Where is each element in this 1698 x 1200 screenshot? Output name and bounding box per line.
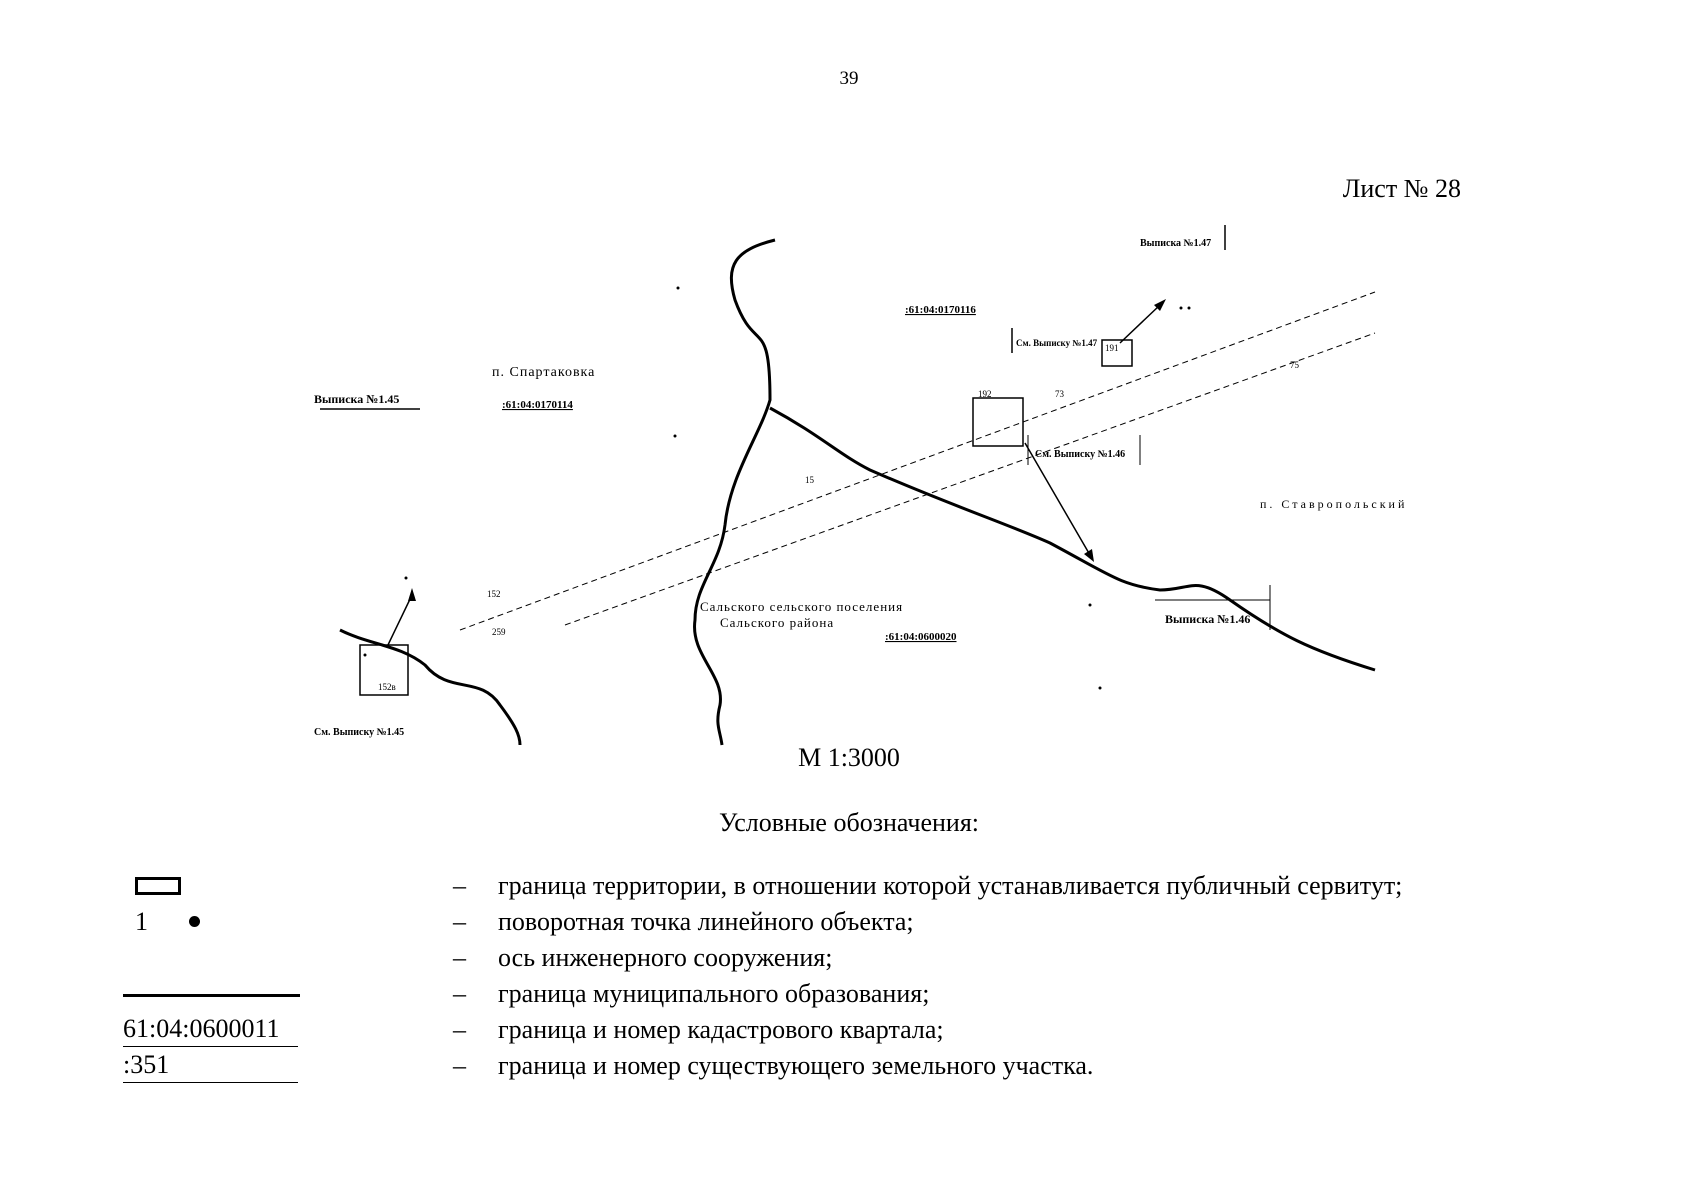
map-figure: Выписка №1.45 Выписка №1.46 Выписка №1.4… [314, 225, 1404, 746]
legend-row-servitude: – граница территории, в отношении которо… [123, 868, 1573, 904]
structure-axis-1 [459, 291, 1376, 631]
legend-symbol-municipal [123, 976, 303, 1012]
point-label-1: 15 [805, 475, 815, 485]
point-label-6: 73 [1055, 389, 1065, 399]
turning-point [673, 434, 677, 438]
servitude-boundary-2 [972, 397, 1024, 447]
arrow-head-2 [1084, 549, 1094, 562]
legend-symbol-servitude [123, 868, 303, 904]
cad-quarter-label-2: :61:04:0170116 [905, 304, 976, 316]
legend-row-turning-point: 1 – поворотная точка линейного объекта; [123, 904, 1573, 940]
turning-point [1179, 306, 1183, 310]
legend-row-parcel: :351 – граница и номер существующего зем… [123, 1048, 1573, 1084]
sm-vypisku-47-label: См. Выписку №1.47 [1016, 338, 1098, 348]
legend-dash: – [453, 1051, 466, 1080]
turning-point [1187, 306, 1191, 310]
legend-text-servitude: граница территории, в отношении которой … [498, 871, 1403, 900]
legend-symbol-cadastral: 61:04:0600011 [123, 1012, 303, 1048]
legend: – граница территории, в отношении которо… [123, 868, 1573, 1084]
sm-vypisku-45-label: См. Выписку №1.45 [314, 727, 404, 738]
parcel-number-symbol: :351 [123, 1048, 298, 1083]
turning-point [363, 653, 367, 657]
vypiska-46-label: Выписка №1.46 [1165, 612, 1250, 626]
turning-point [404, 576, 408, 580]
vypiska-45-label: Выписка №1.45 [314, 392, 399, 406]
turning-point [676, 286, 680, 290]
cadastral-number-symbol: 61:04:0600011 [123, 1012, 298, 1047]
point-number-symbol: 1 [135, 907, 148, 936]
legend-text-municipal: граница муниципального образования; [498, 979, 930, 1008]
sheet-label: Лист № 28 [1342, 174, 1461, 203]
legend-text-axis: ось инженерного сооружения; [498, 943, 833, 972]
legend-text-parcel: граница и номер существующего земельного… [498, 1051, 1094, 1080]
legend-row-axis: – ось инженерного сооружения; [123, 940, 1573, 976]
reference-arrow-2 [1024, 442, 1091, 556]
municipal-boundary-symbol [123, 994, 300, 997]
legend-text-turning-point: поворотная точка линейного объекта; [498, 907, 914, 936]
turning-point [1088, 603, 1092, 607]
vypiska-47-label: Выписка №1.47 [1140, 238, 1211, 249]
arrow-head-1 [408, 588, 416, 601]
arrow-head-3 [1154, 299, 1166, 311]
point-label-5: 152в [378, 682, 396, 692]
legend-dash: – [453, 979, 466, 1008]
point-label-8: 259 [492, 627, 506, 637]
point-label-2: 152 [487, 589, 501, 599]
point-label-7: 75 [1290, 360, 1300, 370]
reference-arrow-1 [386, 594, 413, 648]
point-dot-symbol [189, 916, 200, 927]
cad-quarter-label-3: :61:04:0600020 [885, 631, 957, 643]
legend-title: Условные обозначения: [718, 808, 980, 837]
municipality-label-1: Сальского сельского поселения [700, 599, 903, 614]
legend-dash: – [453, 871, 466, 900]
legend-symbol-axis [123, 940, 303, 976]
settlement-north-label: п. Спартаковка [492, 365, 595, 380]
servitude-boundary-symbol [135, 877, 181, 895]
reference-arrow-3 [1119, 304, 1161, 344]
settlement-east-label: п. Ставропольский [1260, 497, 1407, 511]
municipality-label-2: Сальского района [720, 615, 834, 630]
legend-dash: – [453, 907, 466, 936]
map-drawing: Выписка №1.45 Выписка №1.46 Выписка №1.4… [314, 225, 1404, 746]
legend-symbol-turning-point: 1 [123, 904, 303, 940]
municipal-boundary-center [769, 406, 1376, 672]
cad-quarter-label-1: :61:04:0170114 [502, 399, 573, 411]
legend-row-municipal: – граница муниципального образования; [123, 976, 1573, 1012]
sm-vypisku-46-label: См. Выписку №1.46 [1035, 449, 1125, 460]
legend-symbol-parcel: :351 [123, 1048, 303, 1084]
structure-axis-2 [564, 332, 1376, 626]
legend-dash: – [453, 943, 466, 972]
servitude-boundary-3 [1101, 339, 1133, 367]
municipal-boundary-west-river [693, 238, 776, 746]
point-label-3: 191 [1105, 343, 1119, 353]
legend-row-cadastral: 61:04:0600011 – граница и номер кадастро… [123, 1012, 1573, 1048]
servitude-boundary-1 [359, 644, 409, 696]
page-number: 39 [839, 68, 859, 89]
turning-point [1098, 686, 1102, 690]
map-scale: М 1:3000 [798, 743, 900, 772]
legend-text-cadastral: граница и номер кадастрового квартала; [498, 1015, 944, 1044]
legend-dash: – [453, 1015, 466, 1044]
point-label-4: 192 [978, 389, 992, 399]
